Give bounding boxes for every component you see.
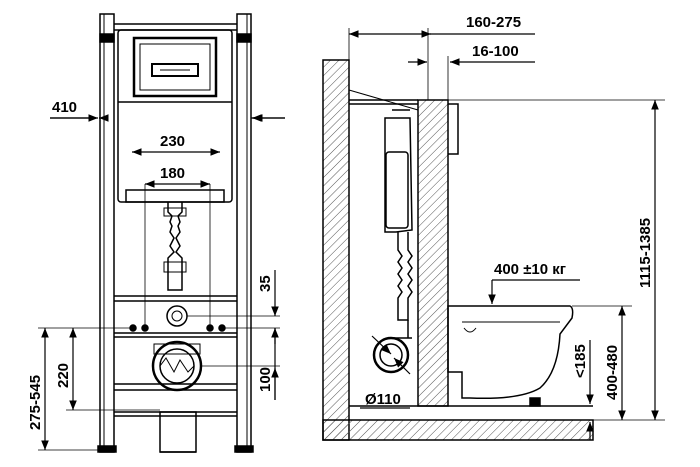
dim-100: 100 <box>257 367 274 392</box>
side-dimensions <box>348 28 665 440</box>
side-view <box>322 59 594 441</box>
dim-160-275: 160-275 <box>466 14 521 31</box>
load-label: 400 ±10 кг <box>494 261 566 278</box>
front-dimensions <box>38 114 285 451</box>
dim-230: 230 <box>160 133 185 150</box>
dim-275-545: 275-545 <box>27 375 44 430</box>
dim-1115-1385: 1115-1385 <box>637 218 654 288</box>
pipe-diameter-label: Ø110 <box>365 391 401 408</box>
inlet-circle <box>166 305 188 327</box>
dim-16-100: 16-100 <box>472 43 519 60</box>
side-cistern <box>384 117 413 233</box>
dim-410: 410 <box>52 99 77 116</box>
back-wall <box>322 59 350 441</box>
front-view <box>97 13 254 453</box>
dim-220: 220 <box>55 363 72 388</box>
floor <box>322 419 594 441</box>
dim-lt-185: <185 <box>572 344 589 378</box>
flush-plate <box>132 36 218 98</box>
toilet-bowl <box>447 305 574 400</box>
dim-35: 35 <box>257 275 274 292</box>
front-panel <box>417 99 449 407</box>
dim-180: 180 <box>160 165 185 182</box>
right-post <box>236 13 252 453</box>
left-post <box>99 13 115 453</box>
dim-400-480: 400-480 <box>604 345 621 400</box>
